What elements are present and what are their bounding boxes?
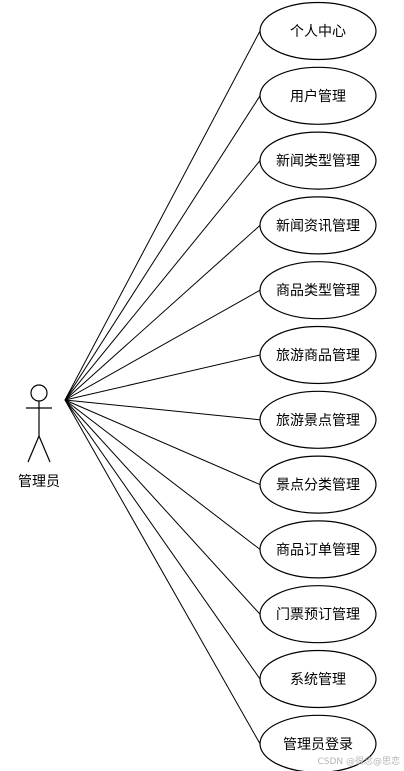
use-case-ellipse bbox=[259, 1, 377, 61]
use-case: 管理员登录 bbox=[259, 714, 377, 771]
association-line bbox=[64, 399, 261, 550]
use-case-ellipse bbox=[259, 261, 377, 320]
use-case: 景点分类管理 bbox=[259, 455, 377, 514]
association-line bbox=[64, 399, 261, 421]
association-line bbox=[64, 30, 261, 401]
actor-label: 管理员 bbox=[18, 474, 60, 490]
use-case: 新闻资讯管理 bbox=[259, 196, 377, 255]
use-case-label: 系统管理 bbox=[290, 672, 346, 688]
use-case: 旅游景点管理 bbox=[259, 390, 377, 449]
use-case: 新闻类型管理 bbox=[259, 131, 377, 190]
use-case-ellipse bbox=[259, 585, 377, 644]
use-case-ellipse bbox=[259, 520, 377, 579]
use-case: 旅游商品管理 bbox=[259, 325, 377, 385]
association-line bbox=[64, 399, 261, 486]
use-case-label: 商品订单管理 bbox=[276, 542, 360, 558]
association-lines bbox=[64, 30, 261, 745]
use-case-ellipse bbox=[259, 66, 377, 125]
use-case: 门票预订管理 bbox=[259, 585, 377, 644]
use-case-label: 个人中心 bbox=[290, 24, 346, 40]
use-case-label: 用户管理 bbox=[290, 88, 346, 105]
actor-figure bbox=[26, 384, 52, 463]
association-line bbox=[64, 399, 261, 615]
use-case: 商品类型管理 bbox=[259, 261, 377, 320]
use-case-ellipse bbox=[259, 196, 377, 255]
use-case-label: 旅游景点管理 bbox=[276, 413, 360, 429]
use-case-ellipse bbox=[259, 131, 377, 190]
actor-left-leg bbox=[27, 435, 40, 463]
use-case-ellipse bbox=[259, 455, 377, 514]
use-case-ellipse bbox=[259, 325, 377, 385]
use-case-label: 旅游商品管理 bbox=[276, 348, 360, 364]
association-line bbox=[64, 225, 261, 401]
use-case: 系统管理 bbox=[259, 649, 377, 709]
use-case: 用户管理 bbox=[259, 66, 377, 125]
watermark: CSDN @很念@思恋 bbox=[317, 755, 400, 767]
use-case-label: 门票预订管理 bbox=[276, 607, 360, 623]
use-case-label: 景点分类管理 bbox=[276, 478, 360, 494]
use-case-label: 新闻资讯管理 bbox=[276, 218, 360, 234]
use-case-ellipse bbox=[259, 714, 377, 771]
association-line bbox=[64, 354, 261, 401]
use-case-label: 管理员登录 bbox=[283, 737, 353, 753]
actor-head bbox=[30, 384, 48, 402]
use-case-label: 商品类型管理 bbox=[276, 283, 360, 299]
use-case: 商品订单管理 bbox=[259, 520, 377, 579]
association-line bbox=[64, 160, 261, 401]
association-line bbox=[64, 95, 261, 401]
use-case: 个人中心 bbox=[259, 1, 377, 61]
association-line bbox=[64, 399, 261, 680]
use-case-ellipse bbox=[259, 390, 377, 449]
association-line bbox=[64, 289, 261, 401]
use-cases: 个人中心用户管理新闻类型管理新闻资讯管理商品类型管理旅游商品管理旅游景点管理景点… bbox=[259, 1, 377, 771]
use-case-ellipse bbox=[259, 649, 377, 709]
use-case-label: 新闻类型管理 bbox=[276, 154, 360, 170]
actor-right-leg bbox=[38, 435, 51, 463]
association-line bbox=[64, 399, 261, 745]
